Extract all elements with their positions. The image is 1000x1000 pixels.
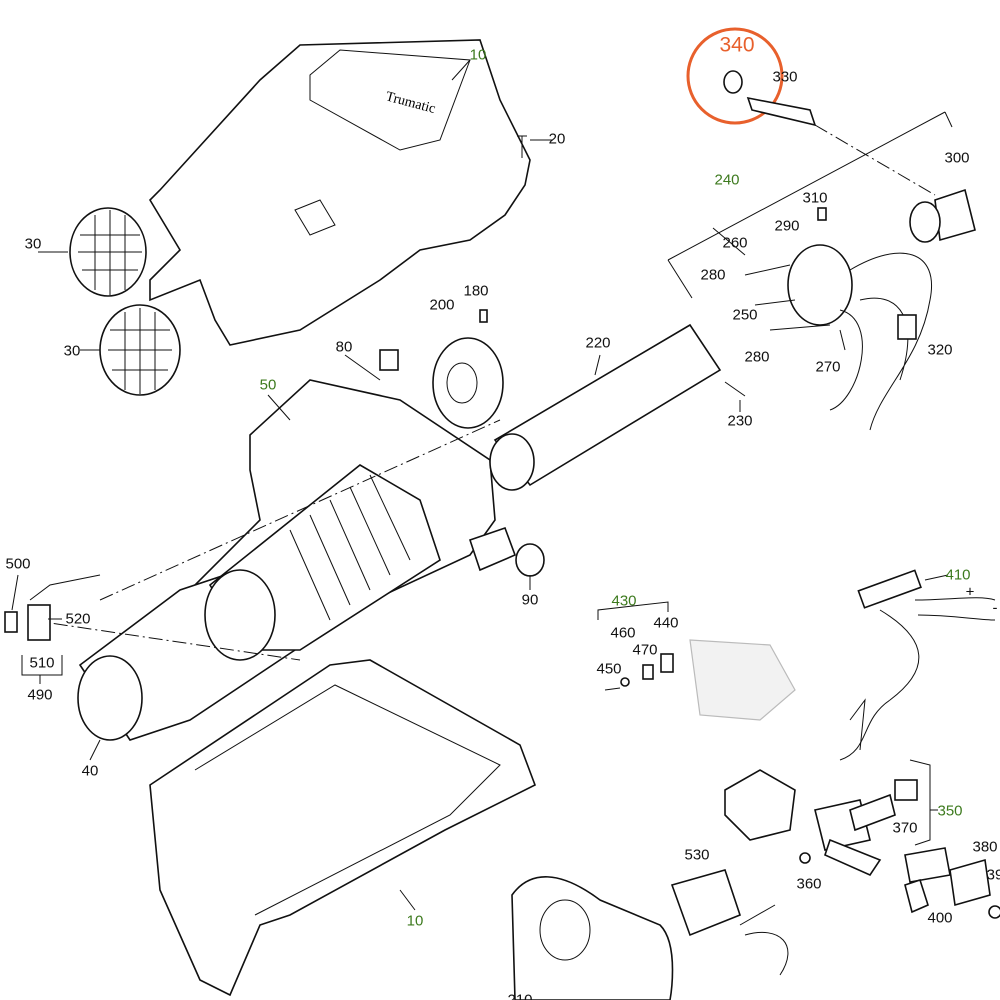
screw-310: [817, 207, 827, 221]
part-label-40: 40: [81, 762, 99, 780]
part-label-290: 290: [774, 217, 800, 235]
control-board: [689, 639, 796, 721]
part-label-240: 240: [714, 171, 740, 189]
part-label-490: 490: [27, 686, 53, 704]
part-label-340: 340: [719, 33, 755, 57]
part-label-10b: 10: [406, 912, 424, 930]
part-label-250: 250: [732, 306, 758, 324]
part-label-230: 230: [727, 412, 753, 430]
part-label-450: 450: [596, 660, 622, 678]
washer-360: [799, 852, 811, 864]
part-label-390: 39: [986, 866, 1000, 884]
ring-90: [515, 543, 545, 577]
part-400: [904, 878, 929, 914]
part-label-180: 180: [463, 282, 489, 300]
part-label-plus: +: [965, 583, 975, 601]
part-label-210: 210: [507, 991, 533, 1000]
part-label-270: 270: [815, 358, 841, 376]
part-label-520: 520: [65, 610, 91, 628]
part-label-310: 310: [802, 189, 828, 207]
part-label-50: 50: [259, 376, 277, 394]
highlight-circle: [686, 27, 784, 125]
part-label-90: 90: [521, 591, 539, 609]
part-label-330: 330: [772, 68, 798, 86]
part-370: [894, 779, 918, 801]
part-label-minus: -: [992, 599, 998, 617]
ignition-part-300: [934, 188, 976, 242]
part-440: [660, 653, 674, 673]
part-label-350: 350: [937, 802, 963, 820]
bracket: [724, 769, 796, 841]
bottom-housing-10: [149, 659, 537, 997]
part-label-260: 260: [722, 234, 748, 252]
part-label-80: 80: [335, 338, 353, 356]
part-label-510: 510: [29, 654, 55, 672]
part-label-200: 200: [429, 296, 455, 314]
part-label-320: 320: [927, 341, 953, 359]
part-label-30a: 30: [24, 235, 42, 253]
part-label-470: 470: [632, 641, 658, 659]
part-label-30b: 30: [63, 342, 81, 360]
part-label-440: 440: [653, 614, 679, 632]
part-label-280b: 280: [744, 348, 770, 366]
connector-410: [857, 569, 922, 609]
spring-180: [479, 309, 488, 323]
bushing-80: [379, 349, 399, 371]
part-label-10a: 10: [469, 46, 487, 64]
fan-wheel-200: [432, 337, 504, 429]
holder-290: [787, 244, 853, 326]
grommet-340: [723, 70, 743, 94]
part-label-460: 460: [610, 624, 636, 642]
screw-20: [517, 135, 527, 158]
hose-330: [746, 96, 817, 127]
part-label-400: 400: [927, 909, 953, 927]
part-label-20: 20: [548, 130, 566, 148]
pin-230: [724, 381, 746, 397]
part-label-370: 370: [892, 819, 918, 837]
part-label-280a: 280: [700, 266, 726, 284]
part-label-410: 410: [945, 566, 971, 584]
part-530: [670, 869, 741, 937]
part-label-220: 220: [585, 334, 611, 352]
part-label-430: 430: [611, 592, 637, 610]
bracket-380: [904, 847, 951, 883]
sensor-520: [27, 604, 51, 641]
part-label-360: 360: [796, 875, 822, 893]
top-cover: [148, 39, 531, 346]
part-470: [642, 664, 654, 680]
part-label-530: 530: [684, 846, 710, 864]
plate-210: [511, 876, 674, 1000]
part-label-380: 380: [972, 838, 998, 856]
part-label-500: 500: [5, 555, 31, 573]
part-label-300: 300: [944, 149, 970, 167]
